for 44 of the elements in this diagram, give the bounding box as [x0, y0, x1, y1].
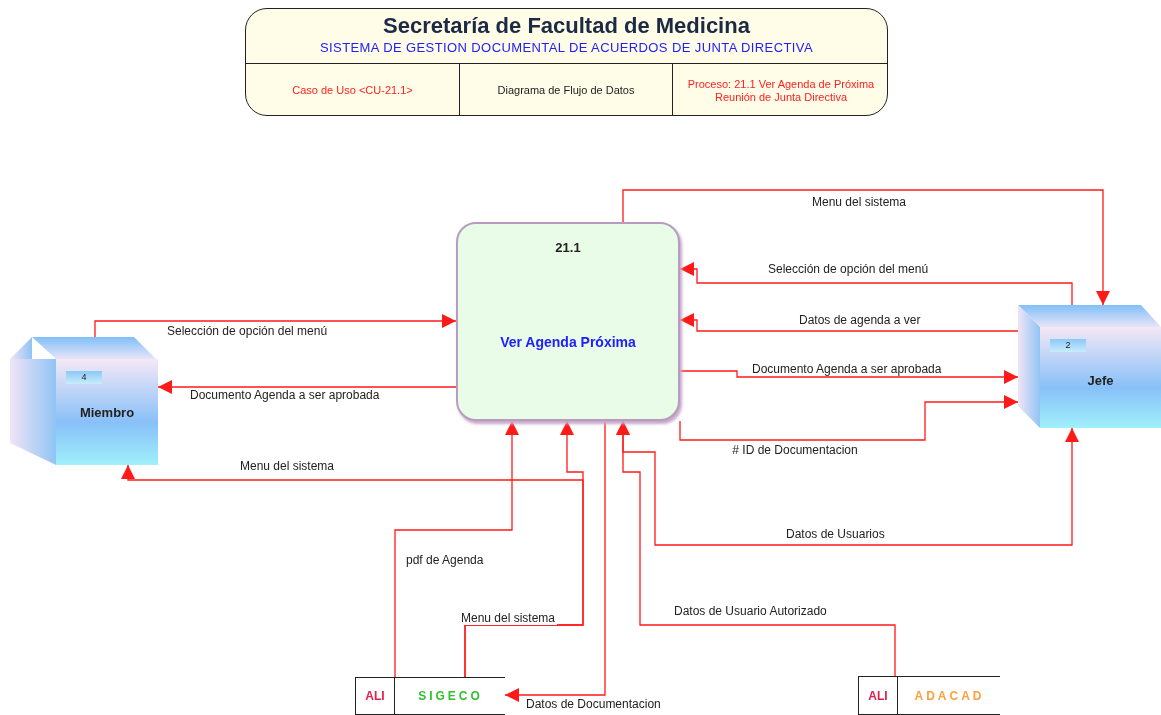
arrow	[622, 189, 1110, 306]
arrow	[679, 395, 1019, 441]
cell-text: Proceso: 21.1 Ver Agenda de Próxima Reunión de Junta Directiva	[686, 77, 876, 104]
entity-number: 2	[1050, 339, 1086, 352]
arrow	[616, 420, 1079, 546]
edge-label: Documento Agenda a ser aprobada	[188, 388, 382, 402]
arrow	[394, 420, 519, 678]
store-id: ALI	[356, 678, 395, 714]
edge-label: Menu del sistema	[459, 611, 558, 625]
subtitle-text: SISTEMA DE GESTION DOCUMENTAL DE ACUERDOS DE JUNTA DIRECTIVA	[319, 40, 814, 55]
store-id: ALI	[859, 677, 898, 714]
data-store	[858, 676, 1000, 715]
entity-name: Miembro	[78, 405, 136, 420]
process-name: Ver Agenda Próxima	[499, 334, 637, 350]
edge-label: Documento Agenda a ser aprobada	[750, 362, 944, 376]
edge-label: Datos de agenda a ver	[797, 313, 923, 327]
edge-label: pdf de Agenda	[404, 553, 486, 567]
arrow	[679, 370, 1019, 384]
title-panel	[245, 8, 888, 116]
edge-label: Datos de Documentacion	[524, 697, 663, 711]
cell-text: Diagrama de Flujo de Datos	[496, 84, 636, 97]
process-number: 21.1	[554, 240, 582, 255]
cell-text: Caso de Uso <CU-21.1>	[291, 84, 414, 97]
edge-label: Selección de opción del menú	[766, 262, 931, 276]
edge-label: Menu del sistema	[238, 459, 337, 473]
store-name: ADACAD	[913, 687, 986, 705]
entity-name: Jefe	[1086, 373, 1115, 388]
arrow	[504, 420, 606, 702]
edge-label: Datos de Usuarios	[784, 527, 887, 541]
arrow	[679, 262, 1073, 306]
process-box	[456, 222, 680, 421]
arrow	[464, 420, 584, 678]
edge-label: Menu del sistema	[810, 195, 909, 209]
entity-number: 4	[66, 371, 102, 384]
table-cell	[672, 63, 887, 115]
table-cell	[459, 63, 672, 115]
store-name: SIGECO	[417, 688, 484, 705]
arrow	[94, 314, 457, 338]
arrow	[679, 313, 1019, 332]
title-text: Secretaría de Facultad de Medicina	[382, 13, 751, 39]
edge-label: Datos de Usuario Autorizado	[672, 604, 829, 618]
data-store	[355, 677, 505, 715]
arrow	[157, 380, 457, 394]
edge-label: Selección de opción del menú	[165, 324, 330, 338]
